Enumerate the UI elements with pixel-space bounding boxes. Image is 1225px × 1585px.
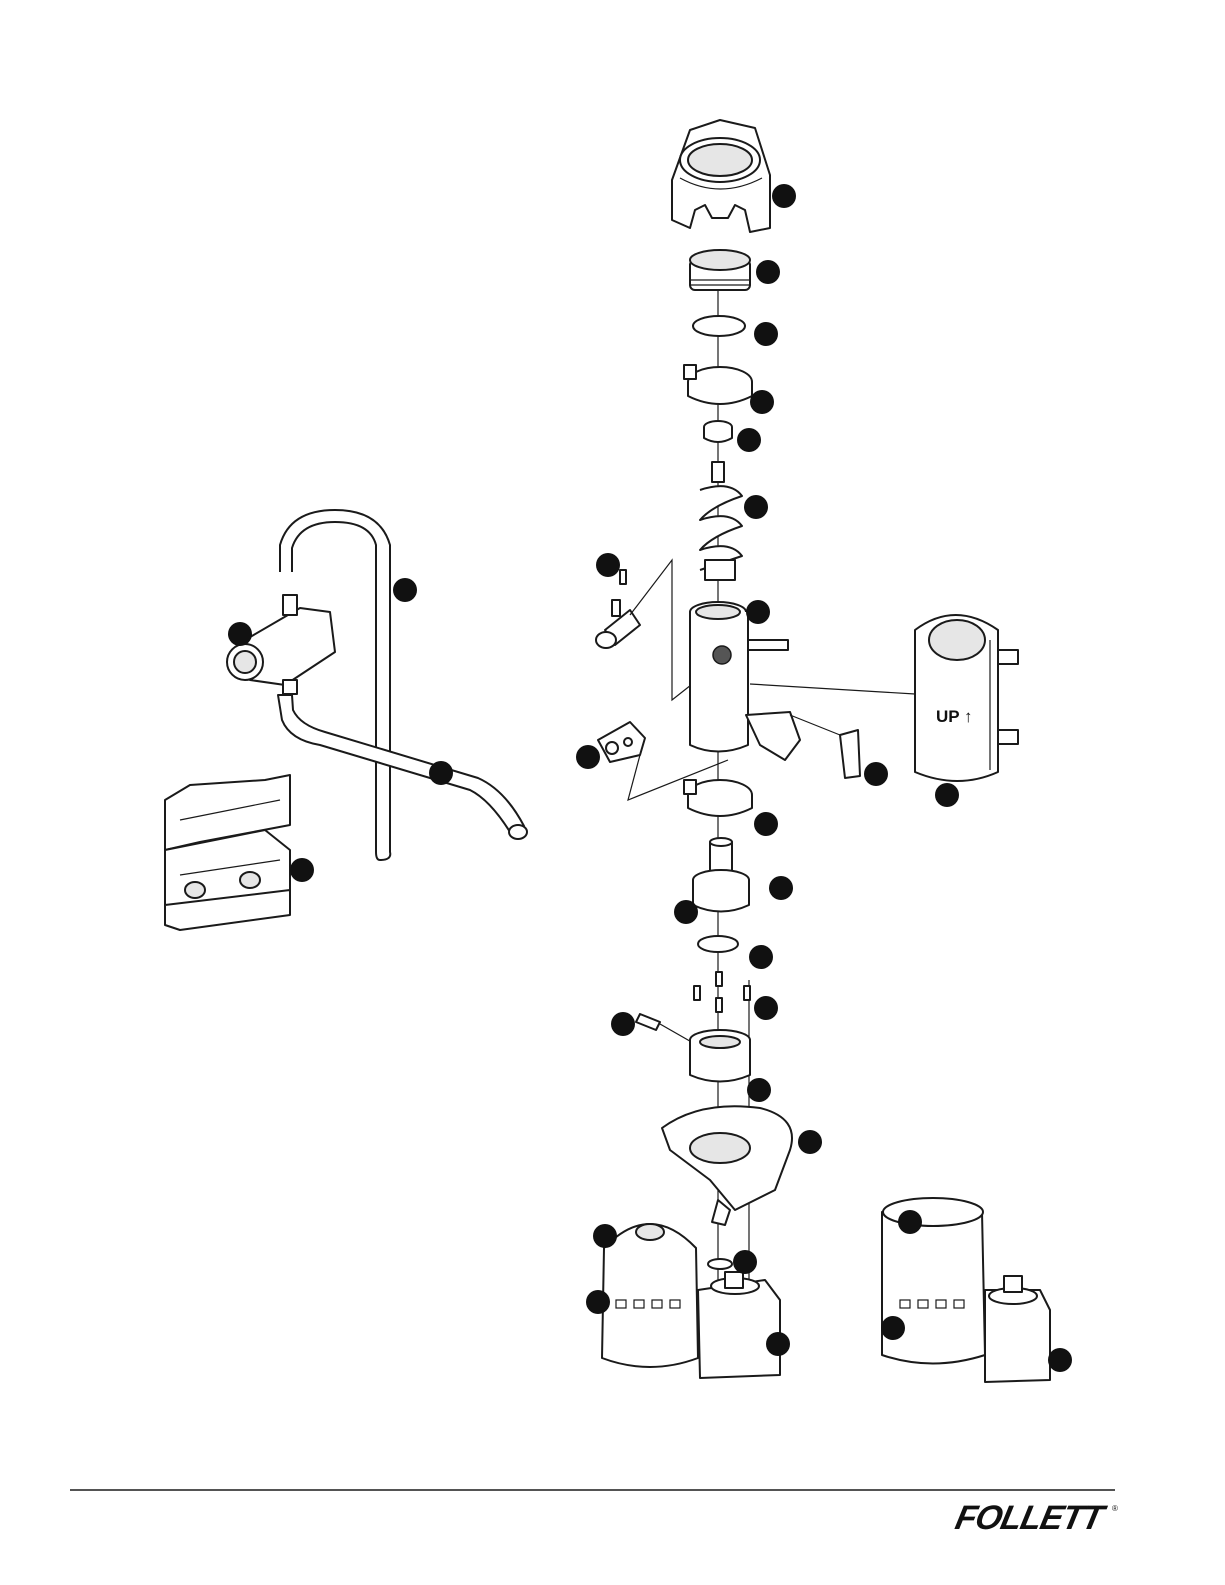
o-ring-bottom	[698, 936, 738, 952]
clamp-bottom	[684, 780, 752, 816]
callout-side-screw	[611, 1012, 635, 1036]
callout-bracket	[576, 745, 600, 769]
bolts	[694, 972, 750, 1012]
callout-nozzle	[228, 622, 252, 646]
callout-insulation-halves	[290, 858, 314, 882]
nozzle-assembly	[596, 570, 640, 648]
callout-auger	[744, 495, 768, 519]
callout-bearing-lower	[674, 900, 698, 924]
bearing-assembly	[693, 838, 749, 912]
bracket	[598, 722, 645, 762]
callout-sensor	[864, 762, 888, 786]
callout-washer	[733, 1250, 757, 1274]
callout-bolts	[754, 996, 778, 1020]
callout-o-ring-bottom	[749, 945, 773, 969]
callout-clamp-bottom	[754, 812, 778, 836]
drip-pan	[662, 1106, 792, 1225]
callout-housing	[935, 783, 959, 807]
callout-screw-left	[596, 553, 620, 577]
callout-gearbox-right	[1048, 1348, 1072, 1372]
housing: UP ↑	[915, 615, 1018, 781]
callout-tube-angled	[429, 761, 453, 785]
callout-tube-u	[393, 578, 417, 602]
adapter	[690, 1030, 750, 1082]
callout-evaporator	[746, 600, 770, 624]
insulation-halves	[165, 775, 290, 930]
callout-top-cap	[772, 184, 796, 208]
cap-insert	[690, 250, 750, 290]
clamp-top	[684, 365, 752, 404]
callout-bushing	[737, 428, 761, 452]
brand-logo: FOLLETT	[952, 1499, 1106, 1538]
brand-registered-mark: ®	[1112, 1504, 1118, 1513]
callout-drip-pan	[798, 1130, 822, 1154]
side-screw	[636, 1014, 660, 1030]
motor-assembly-left	[602, 1224, 780, 1378]
o-ring-top	[693, 316, 745, 336]
callout-motor-right	[881, 1316, 905, 1340]
auger	[700, 462, 742, 580]
callout-motor-left	[586, 1290, 610, 1314]
top-cap	[672, 120, 770, 232]
housing-leader	[750, 684, 915, 694]
callout-motor-cover-left	[593, 1224, 617, 1248]
callout-o-ring-top	[754, 322, 778, 346]
washer	[708, 1259, 732, 1269]
sensor	[790, 715, 860, 778]
callout-gearbox-left	[766, 1332, 790, 1356]
bushing	[704, 421, 732, 442]
tube-angled	[278, 695, 527, 839]
housing-label: UP ↑	[936, 707, 973, 726]
callout-clamp-top	[750, 390, 774, 414]
callout-motor-cover-right	[898, 1210, 922, 1234]
callout-bearing-upper	[769, 876, 793, 900]
evaporator	[690, 602, 800, 760]
callout-adapter	[747, 1078, 771, 1102]
callout-cap-insert	[756, 260, 780, 284]
